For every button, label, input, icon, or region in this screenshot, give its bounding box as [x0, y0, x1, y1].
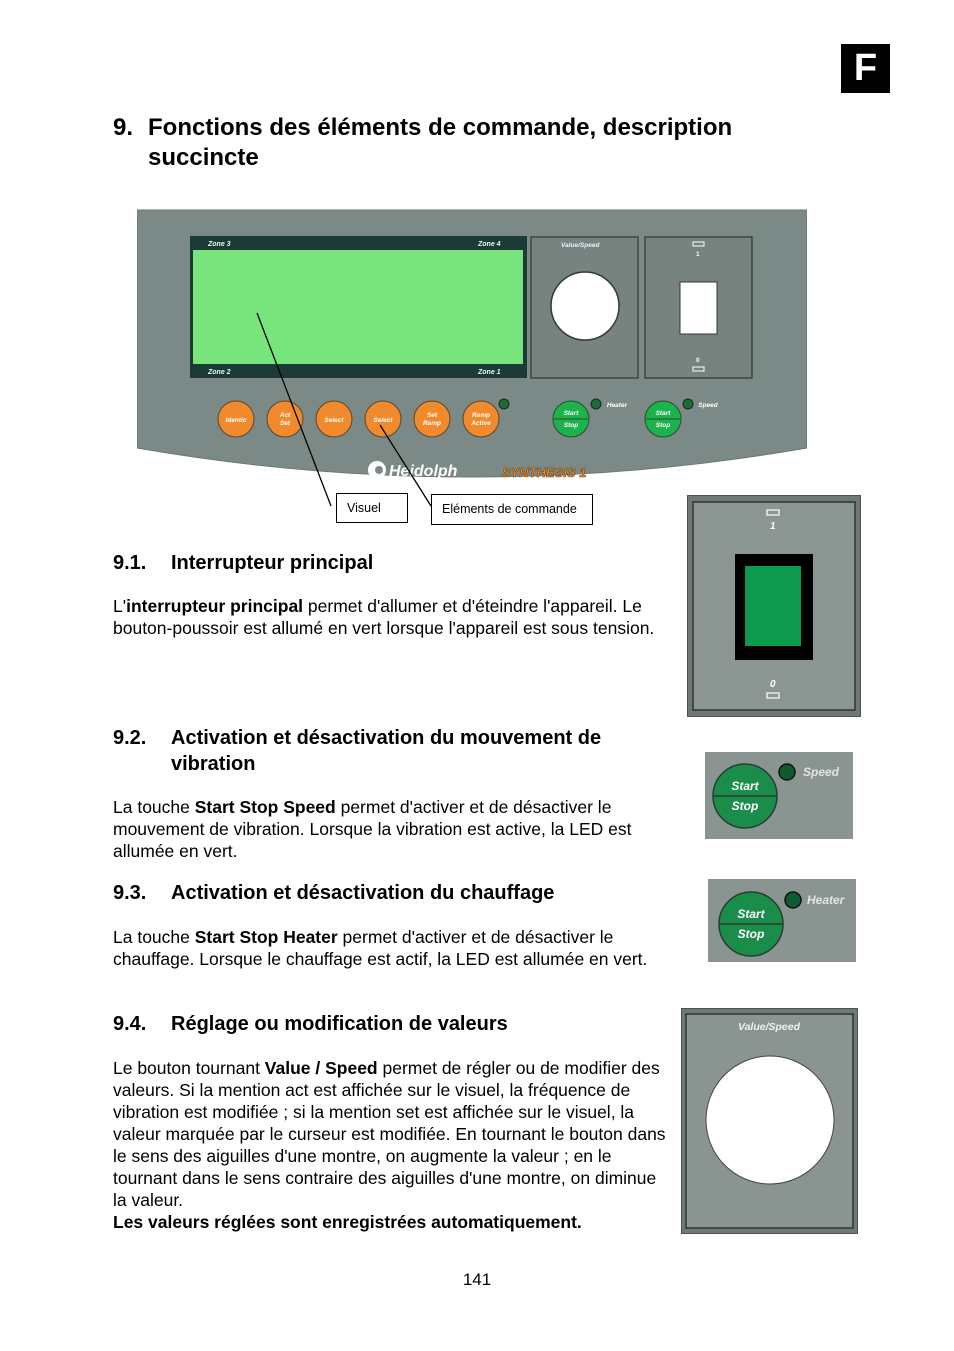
zone1-label: Zone 1: [477, 369, 501, 376]
heater-label: Heater: [607, 402, 628, 409]
subsection-9-4-heading: 9.4. Réglage ou modification de valeurs: [113, 1011, 673, 1037]
ramp-led: [498, 398, 510, 410]
value-speed-knob-image: Value/Speed: [681, 1008, 858, 1234]
text-run: permet d'activer et de désactiver le cha…: [113, 927, 648, 969]
thumb-stop-label: Stop: [738, 927, 765, 941]
select-left-label: Select: [324, 417, 344, 424]
main-switch-image: 1 0: [687, 495, 861, 717]
speed-led-icon: [778, 763, 796, 781]
subsection-9-2-text: La touche Start Stop Speed permet d'acti…: [113, 796, 693, 862]
text-bold: interrupteur principal: [126, 596, 304, 616]
ramp-active-button[interactable]: [462, 400, 500, 438]
thumb-value-speed-label: Value/Speed: [738, 1021, 801, 1033]
subsection-9-1-text: L'interrupteur principal permet d'allume…: [113, 595, 678, 639]
heater-led: [590, 398, 602, 410]
callout-lines: [256, 312, 432, 507]
text-run: permet d'allumer et d'éteindre l'apparei…: [113, 596, 655, 638]
subsection-9-3-text: La touche Start Stop Heater permet d'act…: [113, 926, 678, 970]
identic-button-label: Identic: [226, 417, 247, 424]
heater-led-icon: [784, 891, 802, 909]
speed-start-label: Start: [656, 410, 672, 417]
thumb-start-label: Start: [731, 779, 759, 793]
start-stop-speed-image: Start Stop Speed: [705, 752, 853, 839]
subsection-number: 9.1.: [113, 552, 147, 574]
main-switch[interactable]: [679, 281, 718, 335]
text-run: Le bouton tournant: [113, 1058, 265, 1078]
ramp-active-label-2: Active: [470, 420, 491, 427]
identic-button[interactable]: [217, 400, 255, 438]
model-name: SYNTHESIS 1: [502, 465, 587, 480]
subsection-9-3-heading: 9.3. Activation et désactivation du chau…: [113, 880, 673, 906]
text-run: La touche: [113, 797, 195, 817]
text-bold-final: Les valeurs réglées sont enregistrées au…: [113, 1212, 582, 1232]
set-ramp-label-1: Set: [427, 412, 438, 419]
thumb-stop-label: Stop: [732, 799, 759, 813]
callout-controls: Eléments de commande: [431, 494, 593, 525]
text-run: La touche: [113, 927, 195, 947]
subsection-title: Réglage ou modification de valeurs: [171, 1013, 508, 1035]
callout-display: Visuel: [336, 493, 408, 523]
display-screen: [193, 250, 523, 364]
section-title: Fonctions des éléments de commande, desc…: [148, 114, 733, 171]
switch-off-label: 0: [696, 357, 700, 364]
text-bold: Value / Speed: [264, 1058, 378, 1078]
start-stop-heater-image: Start Stop Heater: [708, 879, 856, 962]
text-run: permet de régler ou de modifier des vale…: [113, 1058, 666, 1210]
speed-led: [682, 398, 694, 410]
speed-stop-label: Stop: [656, 422, 670, 429]
thumb-on-label: 1: [770, 521, 776, 532]
subsection-title: Activation et désactivation du chauffage: [171, 882, 555, 904]
heater-stop-label: Stop: [564, 422, 578, 429]
select-right-label: Select: [373, 417, 393, 424]
zone4-label: Zone 4: [477, 241, 501, 248]
page-number: 141: [462, 1270, 492, 1289]
thumb-heater-label: Heater: [807, 893, 846, 907]
switch-green-light: [745, 566, 801, 646]
value-speed-label: Value/Speed: [561, 242, 600, 249]
knob-icon: [705, 1055, 835, 1185]
subsection-9-1-heading: 9.1. Interrupteur principal: [113, 550, 673, 576]
control-panel-illustration: Zone 3 Zone 4 Zone 2 Zone 1 Value/Speed …: [137, 209, 807, 480]
subsection-number: 9.4.: [113, 1013, 147, 1035]
section-heading: 9. Fonctions des éléments de commande, d…: [113, 113, 813, 173]
language-tab: F: [841, 44, 890, 93]
act-set-label-2: Set: [280, 420, 291, 427]
subsection-number: 9.3.: [113, 882, 147, 904]
subsection-9-4-text: Le bouton tournant Value / Speed permet …: [113, 1057, 673, 1233]
set-ramp-label-2: Ramp: [423, 420, 441, 427]
zone2-label: Zone 2: [207, 369, 231, 376]
text-bold: Start Stop Heater: [194, 927, 338, 947]
select-left-button[interactable]: [315, 400, 353, 438]
text-run: permet d'activer et de désactiver le mou…: [113, 797, 632, 861]
select-right-button[interactable]: [364, 400, 402, 438]
thumb-off-label: 0: [770, 679, 776, 690]
speed-label: Speed: [698, 402, 719, 409]
subsection-title: Activation et désactivation du mouvement…: [171, 727, 602, 775]
subsection-number: 9.2.: [113, 727, 147, 749]
thumb-start-label: Start: [737, 907, 765, 921]
thumb-speed-label: Speed: [803, 765, 840, 779]
subsection-title: Interrupteur principal: [171, 552, 374, 574]
switch-on-label: 1: [696, 251, 700, 258]
zone3-label: Zone 3: [207, 241, 231, 248]
ramp-active-label-1: Ramp: [472, 412, 490, 419]
subsection-9-2-heading: 9.2. Activation et désactivation du mouv…: [113, 725, 673, 777]
value-speed-knob[interactable]: [550, 271, 620, 341]
text-run: L': [113, 596, 127, 616]
section-number: 9.: [113, 114, 134, 141]
heater-start-label: Start: [564, 410, 580, 417]
act-set-label-1: Act: [279, 412, 291, 419]
text-bold: Start Stop Speed: [194, 797, 336, 817]
set-ramp-button[interactable]: [413, 400, 451, 438]
